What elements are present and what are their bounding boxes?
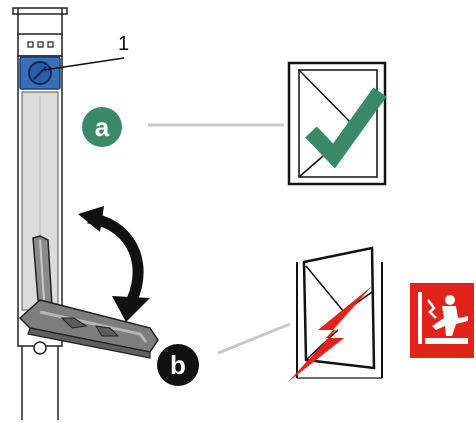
badge-a-letter: a (95, 112, 110, 142)
connector-b (217, 322, 291, 355)
badge-b: b (157, 344, 199, 386)
badge-a-circle (82, 107, 122, 147)
badge-b-circle (157, 344, 199, 386)
electric-shock-warning-icon (410, 283, 474, 358)
badge-b-letter: b (170, 350, 186, 380)
lightning-envelope-icon (288, 246, 383, 382)
rotate-arrow-icon (78, 206, 150, 322)
release-lever (18, 235, 159, 359)
checkmark-envelope-icon (287, 61, 387, 186)
callout-number: 1 (118, 33, 129, 55)
rotary-lock (19, 56, 61, 90)
badge-a: a (82, 107, 122, 147)
lightning-bolt-icon (288, 286, 372, 382)
callout-1: 1 (43, 33, 129, 71)
